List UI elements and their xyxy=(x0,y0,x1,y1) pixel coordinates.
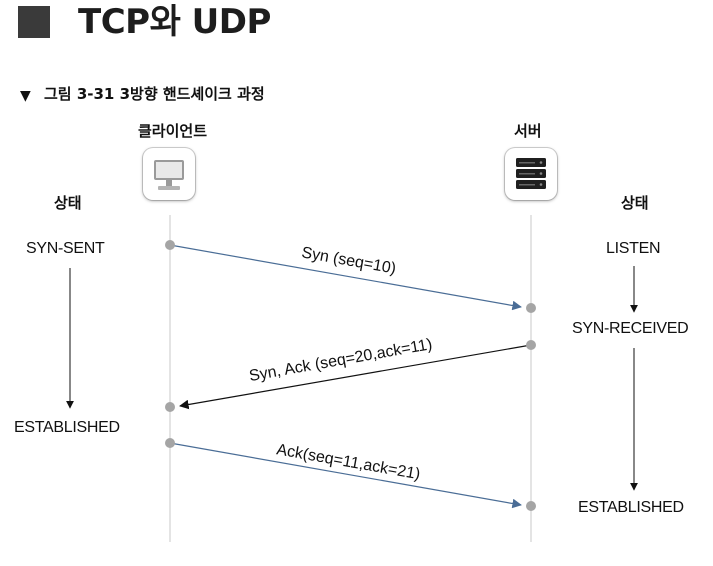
client-dot-1 xyxy=(165,240,175,250)
syn-ack-arrow xyxy=(179,344,532,410)
caption-triangle-icon: ▼ xyxy=(20,88,31,104)
server-state-listen: LISTEN xyxy=(606,240,661,257)
client-dot-2 xyxy=(165,402,175,412)
server-state-established: ESTABLISHED xyxy=(578,499,684,516)
server-label: 서버 xyxy=(514,122,542,140)
server-dot-2 xyxy=(526,340,536,350)
syn-arrow xyxy=(169,244,522,311)
desktop-computer-icon xyxy=(143,148,195,200)
ack-arrow xyxy=(169,442,522,509)
client-state-header: 상태 xyxy=(54,194,82,212)
title-square-icon xyxy=(18,6,50,38)
client-state-established: ESTABLISHED xyxy=(14,419,120,436)
server-state-syn-received: SYN-RECEIVED xyxy=(572,320,689,337)
client-dot-3 xyxy=(165,438,175,448)
server-rack-icon xyxy=(505,148,557,200)
figure-caption: 그림 3-31 3방향 핸드셰이크 과정 xyxy=(44,85,265,103)
server-dot-1 xyxy=(526,303,536,313)
client-label: 클라이언트 xyxy=(138,122,208,140)
server-dot-3 xyxy=(526,501,536,511)
page-title: TCP와 UDP xyxy=(78,2,271,42)
client-state-syn-sent: SYN-SENT xyxy=(26,240,105,257)
server-state-header: 상태 xyxy=(621,194,649,212)
